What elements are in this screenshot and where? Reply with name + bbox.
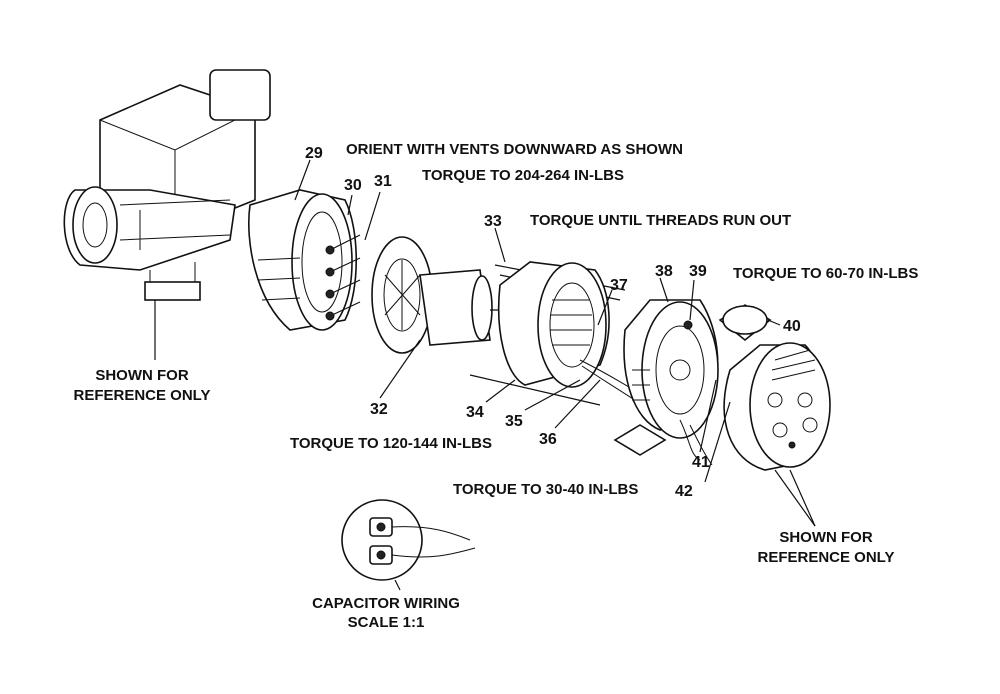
note-ref-right-line2: REFERENCE ONLY (758, 549, 895, 566)
note-torque-204-264: TORQUE TO 204-264 IN-LBS (422, 167, 624, 184)
control-panel-reference (723, 342, 831, 471)
callout-35: 35 (505, 413, 523, 430)
callout-39: 39 (689, 263, 707, 280)
note-torque-120-144: TORQUE TO 120-144 IN-LBS (290, 435, 492, 452)
callout-32: 32 (370, 401, 388, 418)
callout-40: 40 (783, 318, 801, 335)
note-ref-left-line2: REFERENCE ONLY (74, 387, 211, 404)
capacitor-wiring-inset (341, 499, 476, 581)
part-38-39-rear-carrier (613, 299, 719, 456)
callout-38: 38 (655, 263, 673, 280)
callout-41: 41 (692, 454, 710, 471)
callout-30: 30 (344, 177, 362, 194)
engine-reference-drawing (63, 69, 271, 301)
note-torque-60-70: TORQUE TO 60-70 IN-LBS (733, 265, 918, 282)
part-40-capacitor (718, 304, 772, 342)
part-29-adapter (247, 189, 358, 331)
part-32-rotor (371, 236, 510, 354)
callout-34: 34 (466, 404, 484, 421)
leader-lines (154, 159, 816, 591)
callout-33: 33 (484, 213, 502, 230)
part-30-31-bolts (325, 234, 361, 321)
note-scale: SCALE 1:1 (348, 614, 425, 631)
note-capacitor-wiring: CAPACITOR WIRING (312, 595, 460, 612)
note-orient-vents: ORIENT WITH VENTS DOWNWARD AS SHOWN (346, 141, 683, 158)
note-torque-threads: TORQUE UNTIL THREADS RUN OUT (530, 212, 791, 229)
callout-29: 29 (305, 145, 323, 162)
callout-36: 36 (539, 431, 557, 448)
callout-37: 37 (610, 277, 628, 294)
callout-31: 31 (374, 173, 392, 190)
note-ref-left-line1: SHOWN FOR (95, 367, 188, 384)
note-torque-30-40: TORQUE TO 30-40 IN-LBS (453, 481, 638, 498)
note-ref-right-line1: SHOWN FOR (779, 529, 872, 546)
callout-42: 42 (675, 483, 693, 500)
